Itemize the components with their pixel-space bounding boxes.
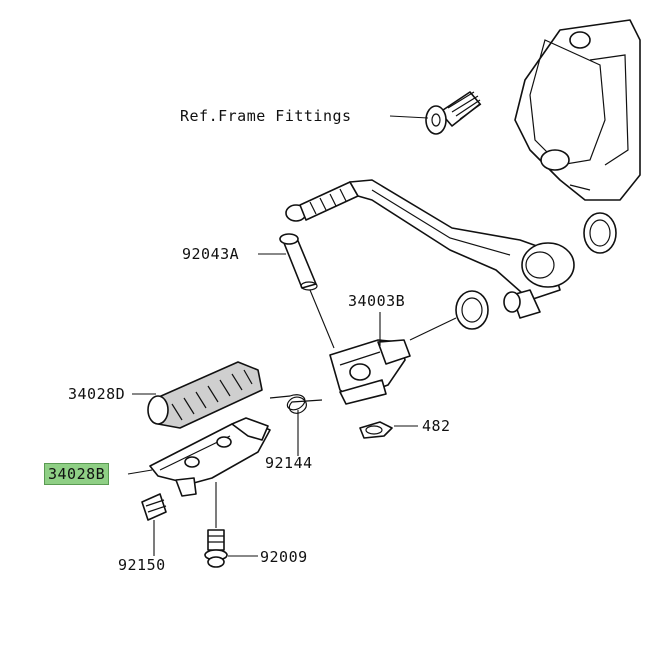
- callout-34028d: 34028D: [68, 385, 126, 403]
- footpeg-bracket: [149, 417, 271, 497]
- frame-bracket: [514, 19, 641, 201]
- frame-fitting-bolt: [425, 91, 482, 135]
- seal-ring-upper: [583, 212, 617, 254]
- footpeg-rubber: [147, 361, 263, 429]
- leader-lines: [127, 115, 457, 557]
- callout-482: 482: [422, 417, 451, 435]
- callout-ref-frame-fittings: Ref.Frame Fittings: [180, 107, 352, 125]
- shift-lever: [285, 179, 575, 319]
- callout-34003b: 34003B: [348, 292, 406, 310]
- pedal-arm-bracket: [329, 339, 411, 405]
- callout-34028b[interactable]: 34028B: [44, 463, 110, 485]
- bolt-92009: [204, 529, 228, 568]
- callout-92144: 92144: [265, 454, 313, 472]
- callout-92009: 92009: [260, 548, 308, 566]
- callout-92150: 92150: [118, 556, 166, 574]
- callout-92043a: 92043A: [182, 245, 240, 263]
- circlip: [359, 421, 393, 439]
- torsion-spring: [269, 394, 323, 414]
- bolt-92150: [141, 493, 167, 521]
- pivot-pin: [279, 233, 318, 291]
- seal-ring-lower: [455, 290, 489, 330]
